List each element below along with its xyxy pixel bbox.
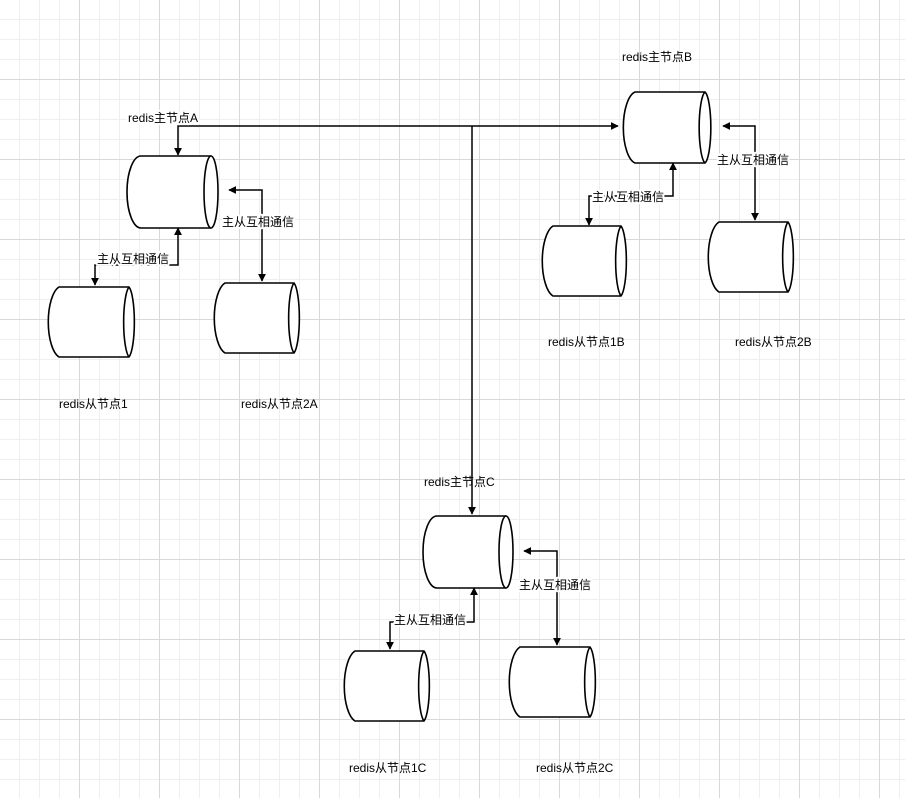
node-label-master-b: redis主节点B [622,50,692,64]
cylinder-slave-1[interactable] [47,286,136,358]
replication-connectors [91,122,759,650]
cylinder-master-b[interactable] [622,91,712,164]
node-label-slave-1c: redis从节点1C [349,761,427,775]
node-label-master-c: redis主节点C [424,475,495,489]
node-label-master-a: redis主节点A [128,111,198,125]
edge-label-master-b-slave-2b: 主从互相通信 [717,153,789,167]
connector-master-b-slave-1b[interactable] [585,162,677,226]
node-label-slave-2a: redis从节点2A [241,397,318,411]
edge-label-master-c-slave-1c: 主从互相通信 [394,613,466,627]
connector-master-c-slave-2c[interactable] [523,547,561,646]
edge-label-master-a-slave-2a: 主从互相通信 [222,215,294,229]
connector-master-a-slave-2a[interactable] [228,186,266,282]
connector-master-b-slave-2b[interactable] [722,122,759,221]
node-label-slave-1: redis从节点1 [59,397,128,411]
edge-label-master-b-slave-1b: 主从互相通信 [592,190,664,204]
connector-master-a-slave-1[interactable] [91,227,182,286]
connector-master-c-slave-1c[interactable] [386,587,478,650]
cluster-connectors [174,122,619,515]
node-label-slave-1b: redis从节点1B [548,335,625,349]
cylinder-slave-2c[interactable] [508,646,597,718]
cylinder-slave-2b[interactable] [707,221,795,293]
cylinder-slave-1c[interactable] [343,650,431,722]
edge-label-master-c-slave-2c: 主从互相通信 [519,578,591,592]
cylinder-master-c[interactable] [422,515,514,589]
edge-label-master-a-slave-1: 主从互相通信 [97,252,169,266]
node-label-slave-2c: redis从节点2C [536,761,614,775]
connector-master-a-master-b[interactable] [174,122,619,156]
node-label-slave-2b: redis从节点2B [735,335,812,349]
cylinder-slave-1b[interactable] [541,225,628,297]
cylinder-master-a[interactable] [126,155,219,229]
cylinder-slave-2a[interactable] [213,282,301,354]
